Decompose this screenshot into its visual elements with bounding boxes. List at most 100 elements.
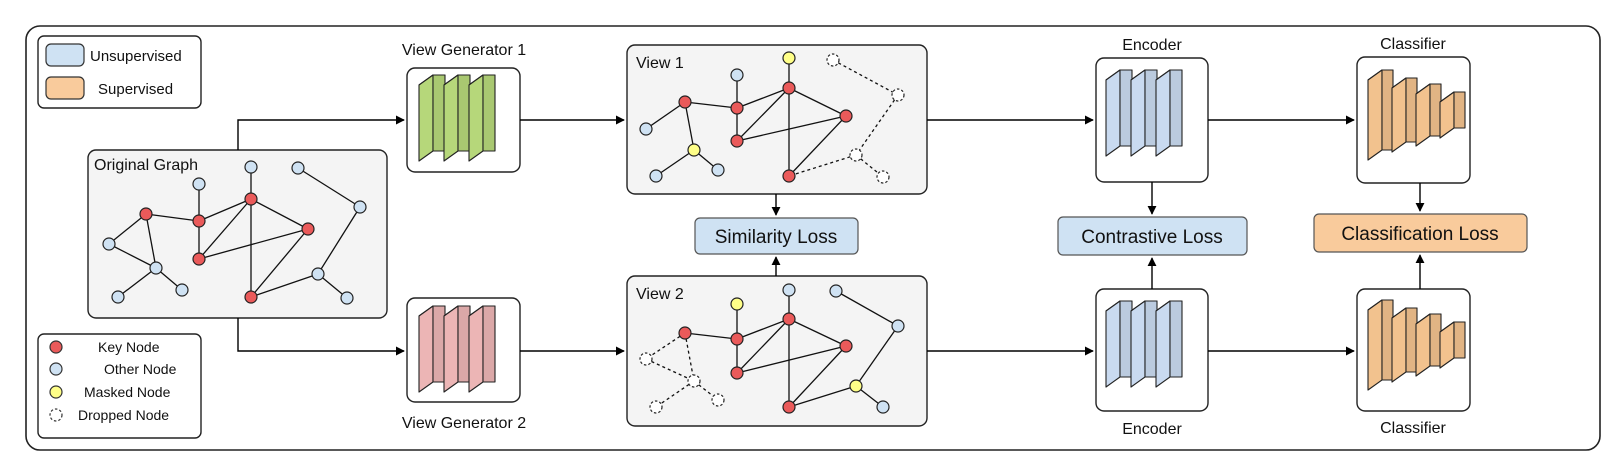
view-1-key-node [839, 109, 853, 123]
legend-label-unsupervised: Unsupervised [90, 48, 182, 65]
encoder-1 [1095, 57, 1209, 183]
legend-dropped-node-icon [49, 408, 63, 422]
view-1-edge [684, 101, 695, 151]
view-1-edge [645, 101, 686, 130]
contrastive-loss-box: Contrastive Loss [1057, 216, 1248, 256]
view-generator-2-layer [418, 305, 446, 393]
legend-masked-node-icon [49, 385, 63, 399]
view-1-edge [736, 115, 847, 142]
original-graph-other-node [175, 283, 189, 297]
original-graph-network [102, 160, 367, 305]
encoder-2-label: Encoder [1122, 421, 1182, 438]
view-generator-2-layer [443, 305, 471, 393]
original-graph-key-node [139, 207, 153, 221]
view-1-edge [832, 59, 899, 96]
view-2-dropped-node [649, 400, 663, 414]
classifier-1-label: Classifier [1380, 36, 1446, 53]
view-1-edge [684, 101, 738, 109]
legend-swatch-supervised [45, 76, 85, 100]
classifier-layer [1367, 299, 1394, 391]
legend-key-node-icon [49, 340, 63, 354]
original-graph-edge [250, 228, 309, 298]
original-graph-edge [250, 198, 309, 230]
view-1-other-node [639, 122, 653, 136]
view-2-dropped-node [639, 352, 653, 366]
original-graph-other-node [353, 200, 367, 214]
legend-label-key-node: Key Node [98, 339, 160, 355]
classifier-1 [1356, 56, 1471, 184]
encoder-2 [1095, 288, 1209, 412]
view-2-edge [855, 325, 899, 387]
view-2-masked-node [849, 379, 863, 393]
classification-loss-label: Classification Loss [1341, 224, 1498, 245]
classifier-layer [1415, 313, 1442, 377]
view-2-other-node [891, 319, 905, 333]
view-2-edge [645, 358, 695, 382]
original-graph-key-node [244, 290, 258, 304]
classifier-2-label: Classifier [1380, 420, 1446, 437]
legend-node-types: Key Node Other Node Masked Node Dropped … [37, 333, 202, 439]
view-2-edge [684, 332, 695, 382]
view-2-edge [788, 318, 847, 347]
similarity-loss-label: Similarity Loss [715, 227, 837, 248]
contrastive-loss-label: Contrastive Loss [1081, 227, 1223, 248]
flow-arrows [237, 115, 1425, 356]
original-graph-panel: Original Graph [87, 149, 388, 319]
encoder-2-layer [1105, 300, 1133, 388]
view-1-key-node [782, 169, 796, 183]
original-graph-edge [145, 213, 200, 222]
legend-supervision: Unsupervised Supervised [37, 35, 202, 109]
view-2-masked-node [730, 297, 744, 311]
view-generator-1 [406, 67, 521, 173]
legend-label-masked-node: Masked Node [84, 384, 171, 400]
original-graph-key-node [301, 222, 315, 236]
legend-label-dropped-node: Dropped Node [78, 407, 169, 423]
original-graph-edge [198, 198, 252, 222]
encoder-1-layer [1155, 69, 1183, 157]
view-2-edge [788, 385, 857, 408]
view-1-edge [788, 115, 847, 177]
arrow-graph-to-generator-1 [237, 115, 405, 150]
original-graph-other-node [192, 177, 206, 191]
view-2-edge [655, 380, 695, 408]
view-2-dropped-node [711, 393, 725, 407]
view-1-masked-node [782, 51, 796, 65]
view-1-edge [736, 87, 790, 109]
classifier-layer [1367, 69, 1394, 161]
encoder-2-layer [1155, 300, 1183, 388]
original-graph-edge [108, 243, 157, 269]
original-graph-key-node [192, 214, 206, 228]
original-graph-edge [117, 267, 157, 298]
view-1-key-node [678, 95, 692, 109]
view-1-dropped-node [826, 53, 840, 67]
original-graph-other-node [340, 291, 354, 305]
view-1-edge [736, 87, 790, 142]
original-graph-other-node [244, 160, 258, 174]
view-2-panel: View 2 [626, 275, 928, 427]
classifier-layer [1391, 307, 1418, 383]
view-2-other-node [829, 284, 843, 298]
original-graph-other-node [291, 161, 305, 175]
classifier-2 [1356, 288, 1471, 412]
view-2-edge [736, 345, 847, 374]
view-1-dropped-node [891, 88, 905, 102]
view-1-dropped-node [876, 170, 890, 184]
encoder-2-layer [1130, 300, 1158, 388]
view-generator-1-layer [443, 74, 471, 162]
view-1-dropped-node [849, 148, 863, 162]
encoder-1-layer [1130, 69, 1158, 157]
classifier-layer [1391, 77, 1418, 153]
view-1-network [639, 51, 905, 184]
view-1-edge [788, 87, 847, 117]
view-2-key-node [678, 326, 692, 340]
view-2-key-node [782, 312, 796, 326]
view-2-edge [645, 332, 686, 360]
view-1-key-node [730, 134, 744, 148]
legend-other-node-icon [49, 362, 63, 376]
original-graph-edge [198, 228, 309, 260]
original-graph-other-node [111, 290, 125, 304]
view-1-key-node [730, 101, 744, 115]
view-2-title: View 2 [636, 286, 684, 303]
view-generator-2-label: View Generator 2 [402, 415, 526, 432]
